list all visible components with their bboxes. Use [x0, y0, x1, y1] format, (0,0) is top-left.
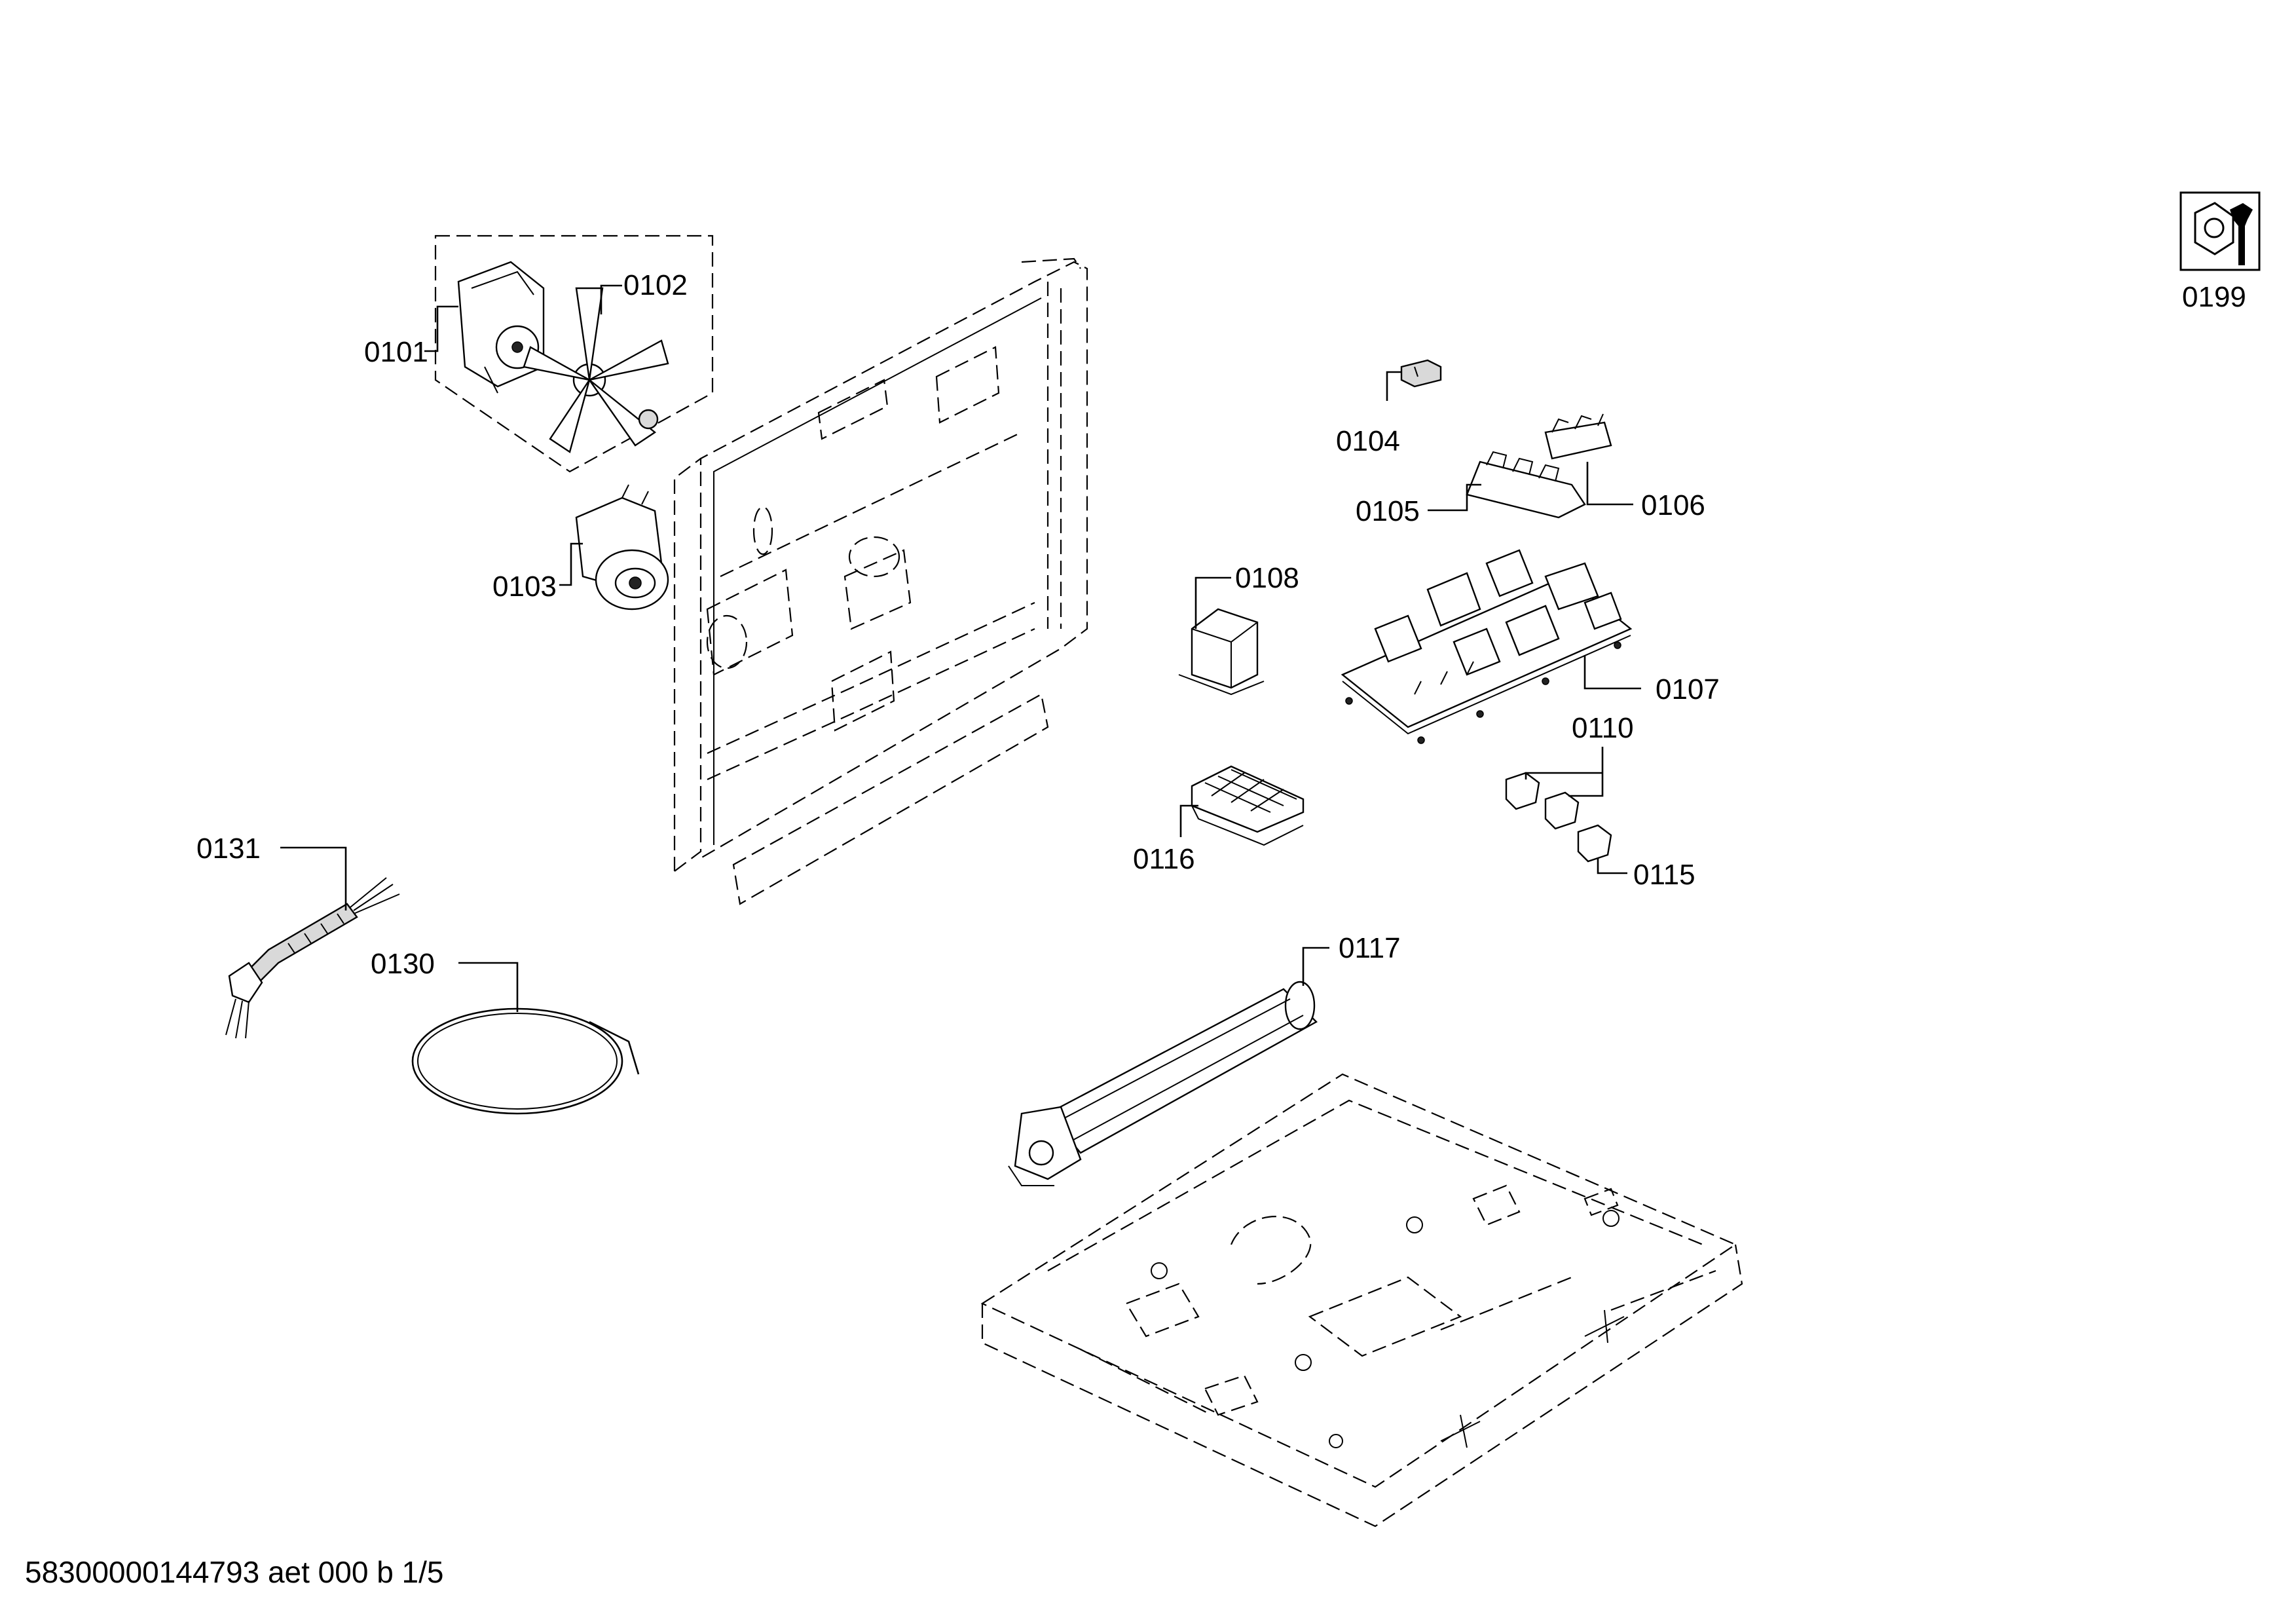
label-0104: 0104: [1336, 425, 1400, 457]
part-labels: 0101 0102 0103 0104 0105 0106 0107 0108 …: [196, 269, 2246, 980]
label-0105: 0105: [1356, 495, 1420, 527]
relays-0110-part: [1505, 772, 1580, 830]
heatsink-0116-part: [1191, 765, 1305, 846]
control-board-0107-part: [1341, 549, 1633, 744]
label-0115: 0115: [1633, 859, 1695, 891]
connector-0104-part: [1400, 359, 1442, 388]
tangential-fan-0117-part: [1008, 981, 1318, 1186]
cable-0130-part: [411, 1007, 640, 1115]
terminal-block-0105-part: [1466, 451, 1586, 519]
cable-gland-0131-part: [225, 877, 400, 1039]
label-0108: 0108: [1235, 562, 1299, 594]
transformer-0108-part: [1178, 608, 1265, 696]
fan-motor-group: [434, 235, 714, 473]
leader-lines: [280, 284, 1641, 1012]
tool-nut-wrench-icon: [2179, 191, 2261, 271]
fan-blade-part: [523, 287, 669, 453]
label-0107: 0107: [1656, 673, 1720, 705]
label-0106: 0106: [1641, 489, 1705, 521]
label-0116: 0116: [1133, 843, 1195, 875]
label-0199: 0199: [2182, 281, 2246, 313]
label-0131: 0131: [196, 833, 261, 865]
label-0101: 0101: [364, 336, 428, 368]
label-0103: 0103: [492, 571, 557, 603]
label-0117: 0117: [1339, 932, 1401, 964]
back-panel-illustration: [673, 257, 1088, 905]
label-0130: 0130: [371, 948, 435, 980]
relay-0115-part: [1577, 824, 1612, 863]
motor-0103-part: [575, 484, 669, 610]
terminal-block-0106-part: [1544, 413, 1612, 460]
document-reference-footer: 58300000144793 aet 000 b 1/5: [25, 1555, 444, 1589]
label-0102: 0102: [623, 269, 688, 301]
base-plate-illustration: [980, 1073, 1743, 1528]
label-0110: 0110: [1572, 712, 1634, 744]
